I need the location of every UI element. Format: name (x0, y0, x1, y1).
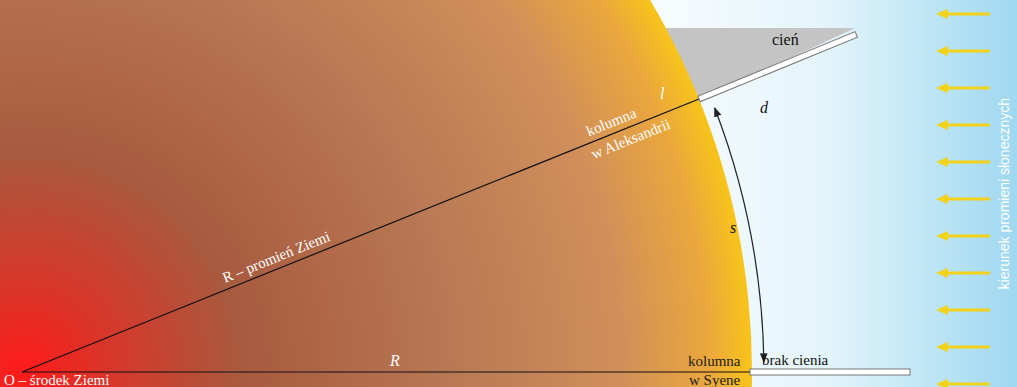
column-label: w Syene (689, 372, 740, 387)
sun-ray (946, 346, 990, 349)
ray-direction-label: kierunek promieni słonecznych (997, 98, 1012, 289)
sun-rays (936, 9, 990, 387)
sun-ray (946, 309, 990, 312)
dimension-letter: l (660, 85, 664, 103)
center-label: O – środek Ziemi (4, 372, 109, 387)
earth-disc (0, 0, 752, 387)
sun-ray (946, 87, 990, 90)
sun-ray (946, 383, 990, 386)
radius-line (22, 371, 752, 372)
sun-ray-head (936, 120, 948, 130)
sun-ray-head (936, 157, 948, 167)
sun-ray (946, 50, 990, 53)
sun-ray-head (936, 194, 948, 204)
radius-line (22, 99, 699, 372)
sun-ray (946, 235, 990, 238)
sun-ray-head (936, 83, 948, 93)
dimension-letter: d (760, 99, 768, 117)
sun-ray (946, 272, 990, 275)
column-label: kolumna (688, 353, 741, 370)
arc-arrow (715, 108, 764, 362)
shadow-label: cień (772, 31, 799, 48)
sun-ray-head (936, 9, 948, 19)
column-syene (750, 369, 910, 375)
sun-ray-head (936, 46, 948, 56)
sun-ray (946, 161, 990, 164)
sun-ray (946, 198, 990, 201)
arc-letter: s (730, 219, 736, 237)
sun-ray (946, 13, 990, 16)
column-alexandria (698, 32, 858, 102)
sun-ray-head (936, 342, 948, 352)
sun-ray-head (936, 305, 948, 315)
shadow-region: cień (772, 31, 799, 49)
no-shadow-label: brak cienia (762, 352, 828, 369)
sun-ray (946, 124, 990, 127)
sun-ray-head (936, 231, 948, 241)
sun-ray-head (936, 268, 948, 278)
sun-ray-head (936, 379, 948, 387)
radius-label: R (390, 352, 400, 370)
